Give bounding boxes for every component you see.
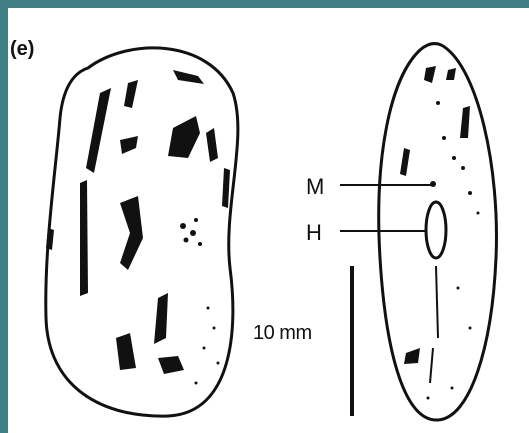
bean-diagram: [8, 8, 529, 433]
hilum-label: H: [306, 220, 322, 246]
figure-canvas: (e) M H 10 mm: [8, 8, 529, 433]
scale-bar-label: 10 mm: [253, 322, 312, 345]
bean-side-view: [46, 48, 238, 416]
micropyle-label: M: [306, 174, 324, 200]
hilum-mark: [426, 202, 446, 258]
panel-label: (e): [10, 38, 34, 61]
